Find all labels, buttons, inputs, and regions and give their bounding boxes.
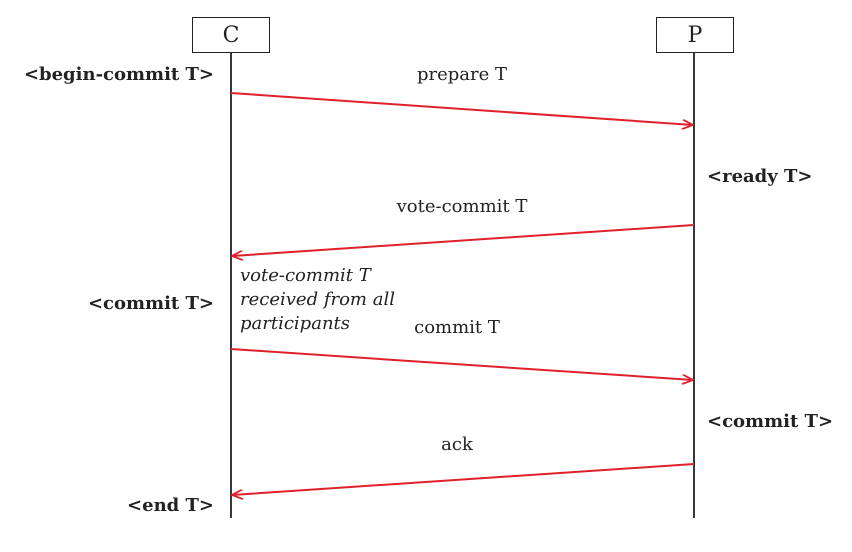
prepare-message-label: prepare T (416, 64, 508, 85)
ack-arrow (232, 463, 695, 495)
coordinator-label: C (222, 22, 240, 48)
commit-arrow (230, 348, 693, 380)
vote-commit-arrow (232, 224, 695, 256)
prepare-arrow (230, 92, 693, 125)
vote-commit-message-label: vote-commit T (396, 196, 528, 217)
commit-message-label: commit T (414, 317, 500, 338)
end-event: <end T> (127, 495, 214, 516)
annotation-line-2: received from all (240, 289, 395, 310)
participant-box: P (656, 17, 734, 53)
coordinator-commit-event: <commit T> (87, 293, 214, 314)
coordinator-box: C (192, 17, 270, 53)
participant-label: P (687, 22, 703, 48)
annotation-note: vote-commit T received from all particip… (240, 264, 395, 336)
participant-commit-event: <commit T> (707, 411, 834, 432)
ack-message-label: ack (441, 434, 473, 455)
annotation-line-1: vote-commit T (240, 265, 371, 286)
begin-commit-event: <begin-commit T> (23, 64, 214, 85)
annotation-line-3: participants (240, 313, 351, 334)
ready-event: <ready T> (707, 166, 813, 187)
